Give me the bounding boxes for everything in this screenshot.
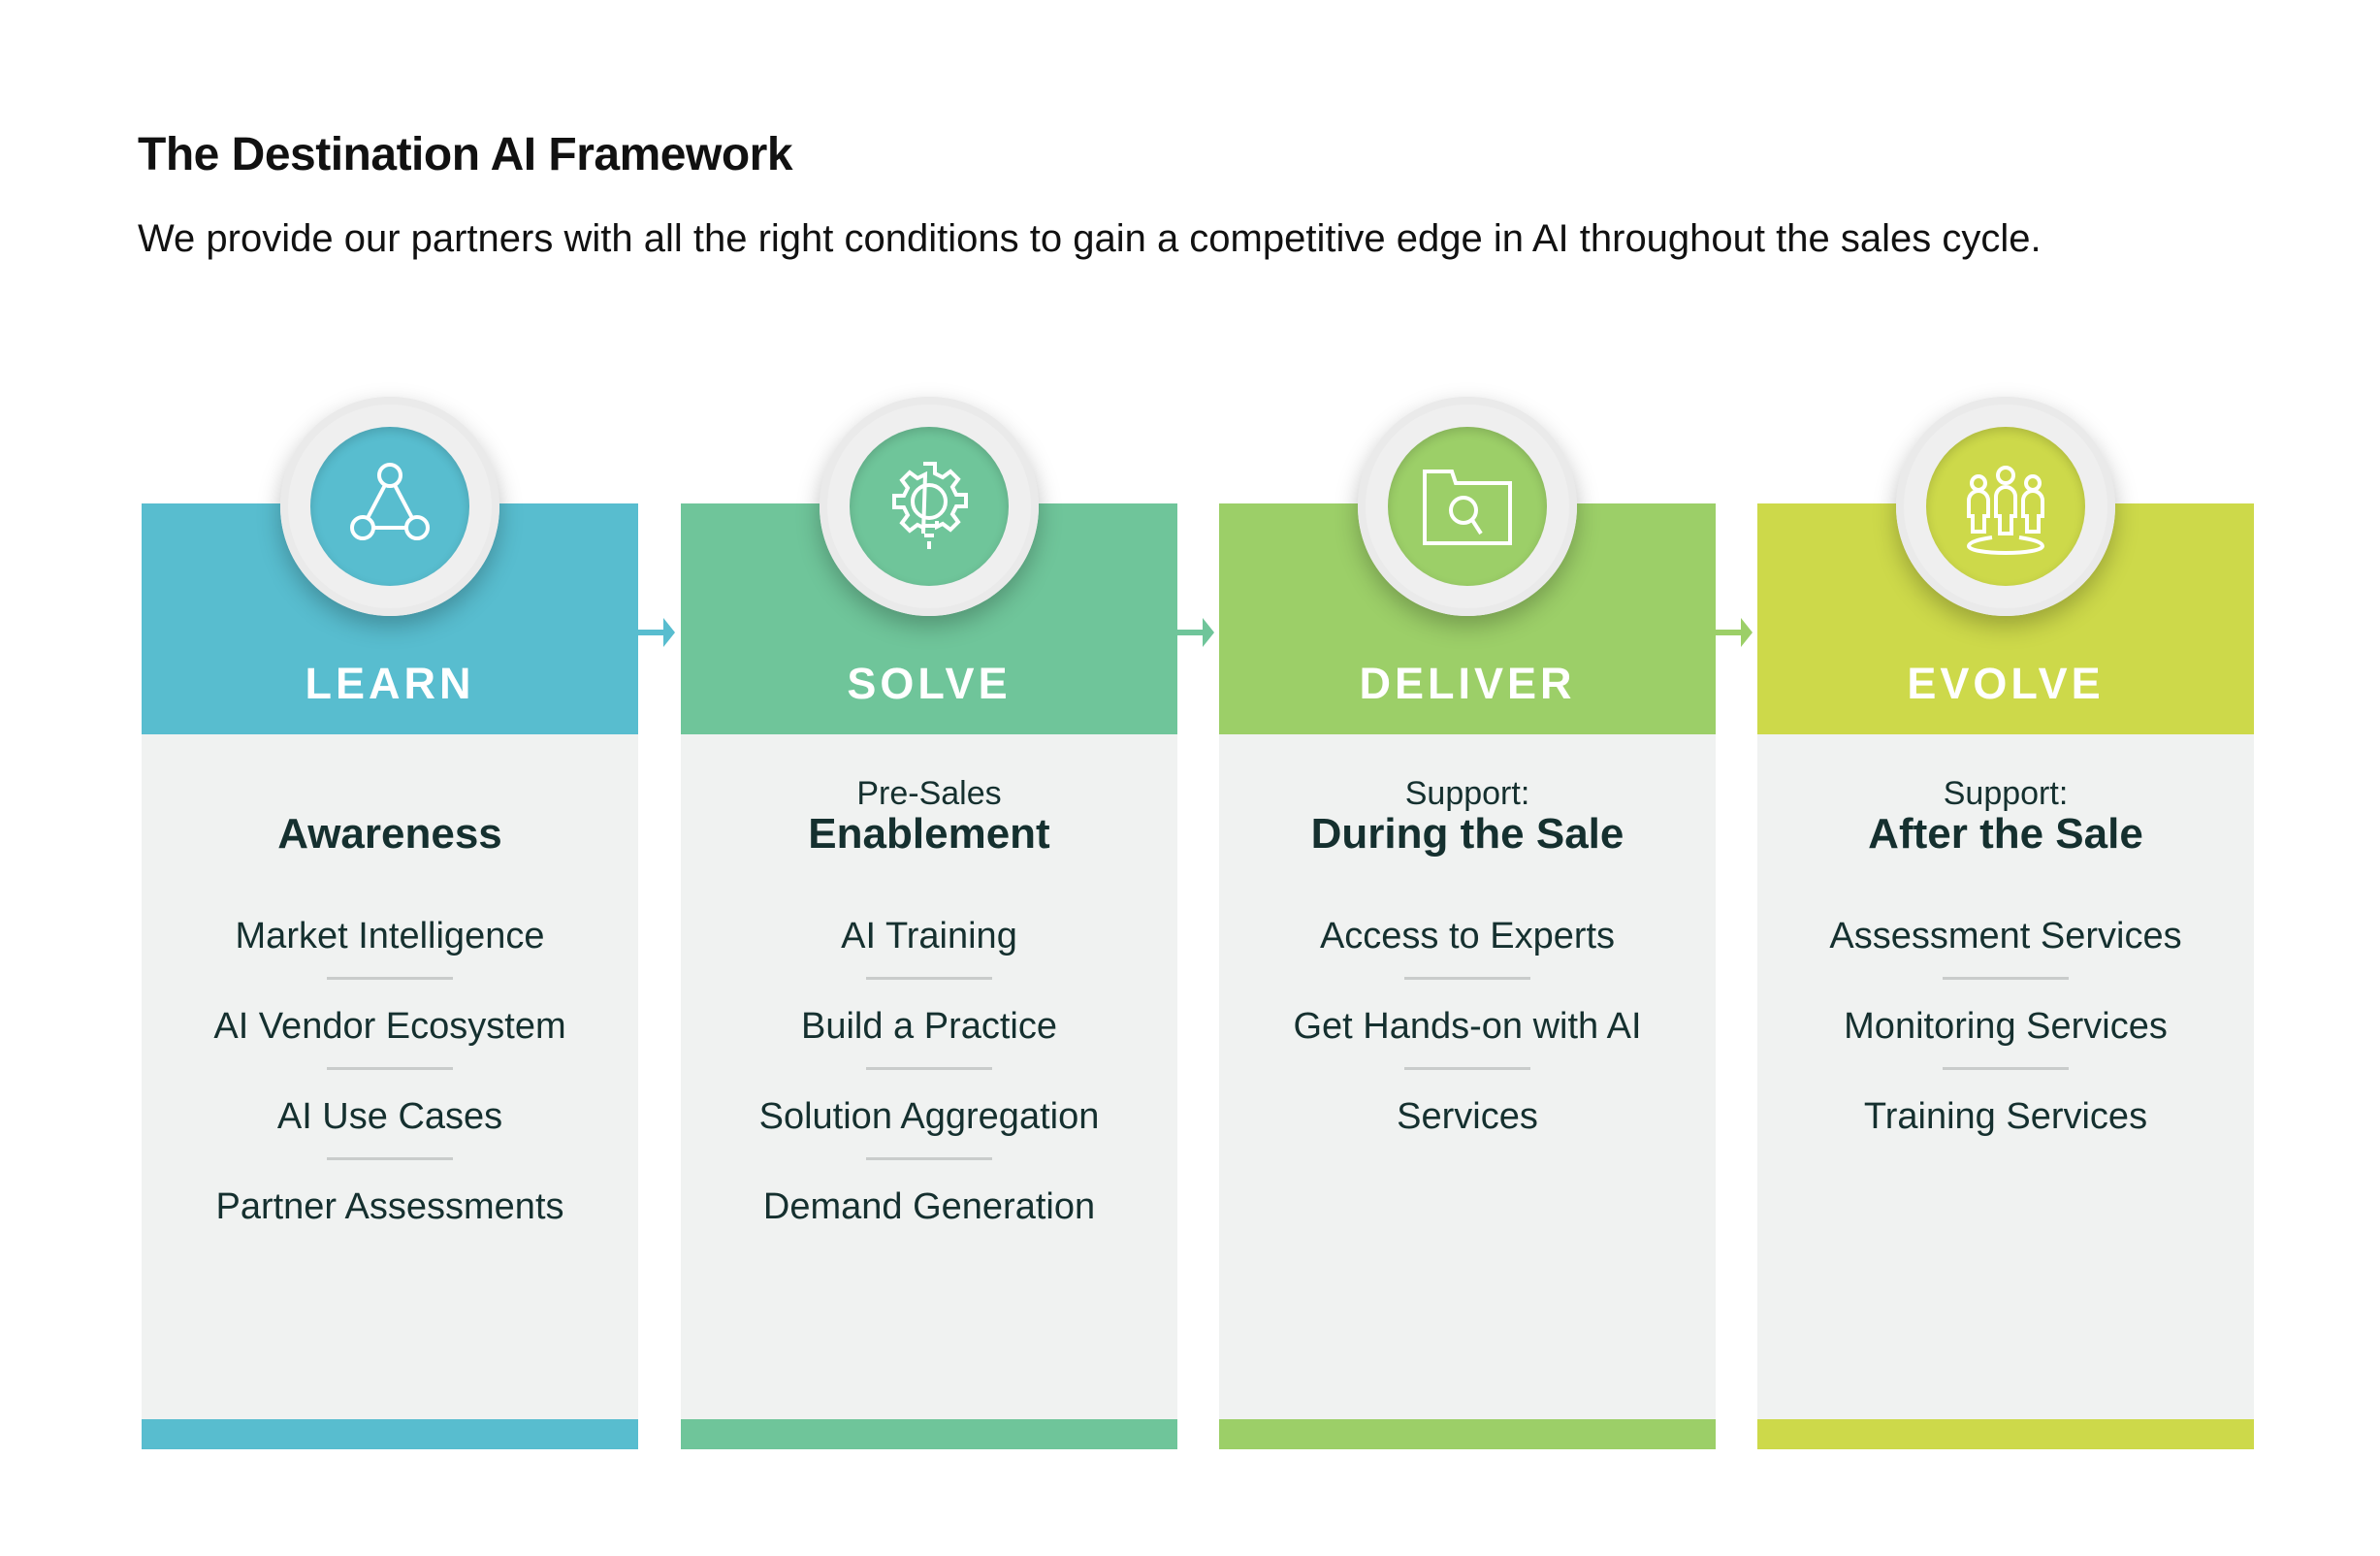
network-nodes-icon: [350, 463, 430, 540]
column-footer-bar: [1219, 1419, 1716, 1449]
list-item: Demand Generation: [762, 1186, 1096, 1227]
arrow-right-icon: [1716, 618, 1753, 647]
column-heading: After the Sale: [1868, 810, 2143, 858]
column-label: DELIVER: [1359, 659, 1576, 708]
list-item: Assessment Services: [1757, 909, 2254, 999]
page-title: The Destination AI Framework: [138, 129, 793, 180]
column-heading: Awareness: [277, 810, 502, 858]
list-item: Build a Practice: [681, 999, 1177, 1089]
arrow-right-icon: [638, 618, 675, 647]
list-item: Partner Assessments: [215, 1186, 564, 1227]
column-subheading: Pre-Sales: [856, 775, 1002, 812]
column-header: DELIVER: [1219, 397, 1716, 734]
column-label: EVOLVE: [1907, 659, 2105, 708]
icon-badge: [1358, 397, 1577, 616]
column-header: EVOLVE: [1757, 397, 2254, 734]
column-subheading: Support:: [1404, 775, 1530, 812]
column-footer-bar: [681, 1419, 1177, 1449]
list-item: AI Training: [681, 909, 1177, 999]
column-label: SOLVE: [847, 659, 1012, 708]
column-subheading: Support:: [1943, 775, 2069, 812]
column-label: LEARN: [305, 659, 475, 708]
page-subtitle: We provide our partners with all the rig…: [138, 217, 2042, 260]
column-header: SOLVE: [681, 397, 1177, 734]
column-footer-bar: [1757, 1419, 2254, 1449]
gear-lightbulb-icon: [892, 462, 968, 549]
column-header: LEARN: [142, 397, 638, 734]
icon-badge: [280, 397, 499, 616]
list-item: AI Use Cases: [142, 1089, 638, 1180]
column-deliver: DELIVER Support: During the Sale Access …: [1219, 397, 1716, 1449]
list-item: AI Vendor Ecosystem: [142, 999, 638, 1089]
column-body: Support: After the Sale Assessment Servi…: [1757, 734, 2254, 1419]
list-item: Monitoring Services: [1757, 999, 2254, 1089]
arrow-right-icon: [1177, 618, 1214, 647]
column-body: Support: During the Sale Access to Exper…: [1219, 734, 1716, 1419]
column-heading: During the Sale: [1310, 810, 1624, 858]
icon-badge: [1896, 397, 2115, 616]
list-item: Training Services: [1863, 1096, 2148, 1137]
list-item: Get Hands-on with AI: [1219, 999, 1716, 1089]
list-item: Access to Experts: [1219, 909, 1716, 999]
folder-search-icon: [1423, 470, 1512, 545]
list-item: Services: [1397, 1096, 1538, 1137]
icon-badge: [820, 397, 1039, 616]
column-footer-bar: [142, 1419, 638, 1449]
column-heading: Enablement: [808, 810, 1050, 858]
list-item: Solution Aggregation: [681, 1089, 1177, 1180]
people-group-icon: [1966, 466, 2045, 555]
list-item: Market Intelligence: [142, 909, 638, 999]
column-evolve: EVOLVE Support: After the Sale Assessmen…: [1757, 397, 2254, 1449]
